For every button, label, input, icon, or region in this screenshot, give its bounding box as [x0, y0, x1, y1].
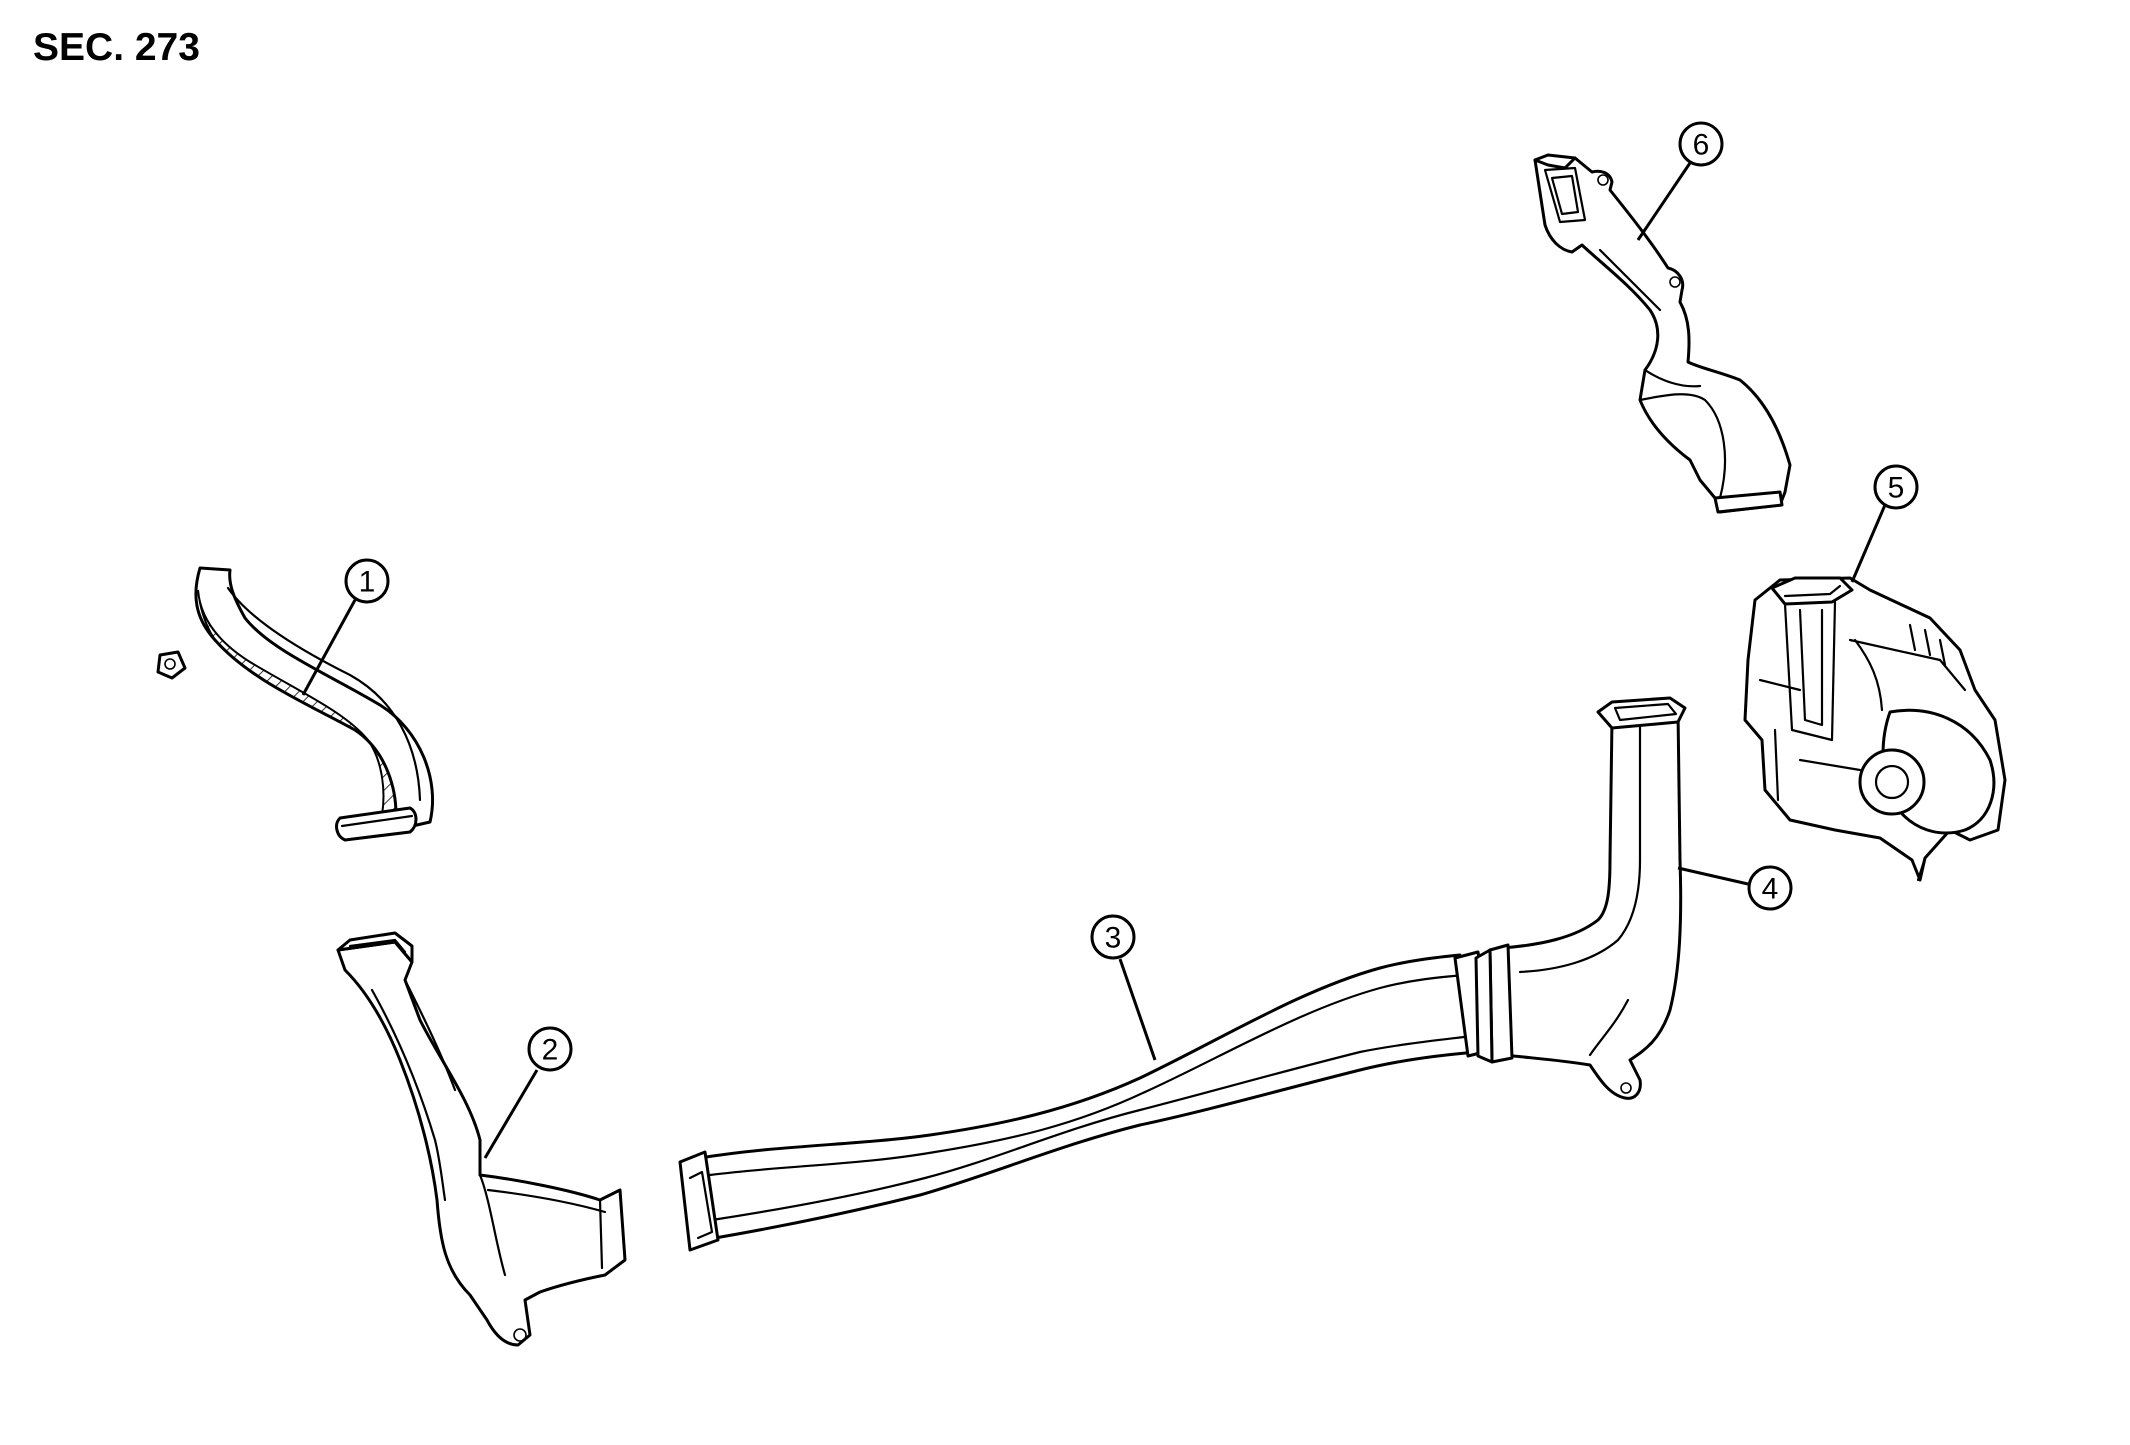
callout-6: 6 — [1678, 121, 1724, 167]
callout-1-label: 1 — [359, 566, 376, 599]
callout-4-label: 4 — [1762, 873, 1779, 906]
section-title: SEC. 273 — [33, 26, 200, 69]
part-5-blower-unit — [1743, 576, 2007, 882]
callout-5-label: 5 — [1888, 472, 1905, 505]
part-6-upper-duct — [1533, 153, 1792, 514]
callout-5: 5 — [1873, 464, 1919, 510]
callout-3-label: 3 — [1105, 922, 1122, 955]
callout-1: 1 — [344, 558, 390, 604]
part-4-vertical-duct — [1474, 696, 1687, 1100]
part-3-center-duct — [678, 950, 1494, 1252]
leader-lines — [301, 162, 1887, 1159]
callout-6-label: 6 — [1693, 129, 1710, 162]
part-1-side-duct — [156, 566, 435, 842]
callout-4: 4 — [1747, 865, 1793, 911]
callout-2: 2 — [527, 1026, 573, 1072]
part-2-floor-duct — [336, 931, 627, 1347]
callout-2-label: 2 — [542, 1034, 559, 1067]
callout-3: 3 — [1090, 914, 1136, 960]
